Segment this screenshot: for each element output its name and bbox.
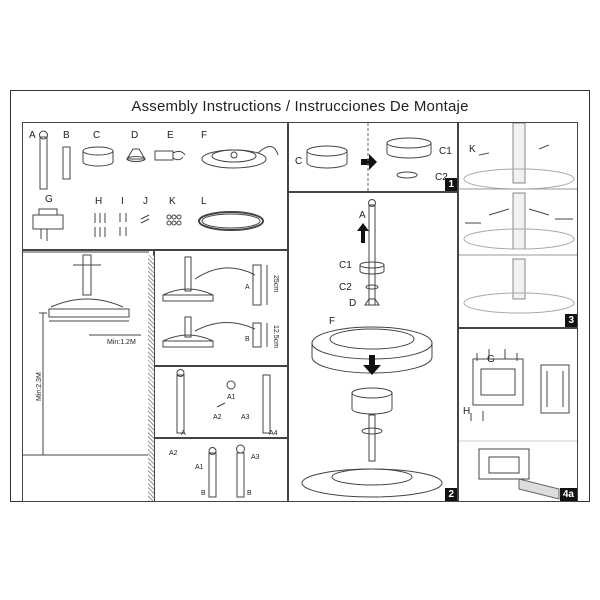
option-b-label: B	[245, 336, 250, 343]
step-2-number: 2	[445, 488, 457, 501]
step-2-label-f: F	[329, 316, 336, 327]
step-2-label-d: D	[349, 298, 357, 309]
part-label-a: A	[29, 130, 36, 141]
rod-options-panel: 25cm 12.5cm A B	[154, 250, 288, 366]
min-clearance-label: Min:1.2M	[107, 339, 136, 346]
part-label-g: G	[45, 194, 53, 205]
step-4a-number: 4a	[559, 488, 577, 501]
document-title: Assembly Instructions / Instrucciones De…	[131, 98, 469, 115]
step-2-illustration	[301, 199, 443, 498]
part-label-k: K	[169, 196, 176, 207]
step-4a-label-g: G	[487, 354, 495, 365]
parts-panel: A B C D E F G H I J K L	[22, 122, 288, 250]
part-label-e: E	[167, 130, 174, 141]
part-label-h: H	[95, 196, 103, 207]
part-label-j: J	[143, 196, 148, 207]
step-1-label-c: C	[295, 156, 303, 167]
step-3-panel: K 3	[458, 122, 578, 328]
length-25-label: 25cm	[272, 275, 279, 293]
rod-b-label-b2: B	[247, 490, 252, 497]
rod-a-label-a1: A1	[227, 394, 236, 401]
rod-assembly-a-panel: A1 A2 A3 A A4	[154, 366, 288, 438]
part-label-f: F	[201, 130, 208, 141]
rod-b-label-a3: A3	[251, 454, 260, 461]
install-height-panel: Min:1.2M Min:2.3M	[22, 250, 154, 502]
rod-a-label-a: A	[181, 430, 186, 437]
part-label-b: B	[63, 130, 70, 141]
step-3-label-k: K	[469, 144, 476, 155]
step-4a-illustration	[459, 349, 577, 500]
rod-a-label-a3: A3	[241, 414, 250, 421]
step-2-label-c2: C2	[339, 282, 352, 293]
rod-a-label-a4: A4	[269, 430, 278, 437]
step-4a-panel: G H 4a	[458, 328, 578, 502]
step-3-illustration	[459, 123, 577, 314]
rod-b-label-b1: B	[201, 490, 206, 497]
rod-assembly-b-panel: A2 A1 A3 B B	[154, 438, 288, 502]
rod-a-illustration	[176, 369, 271, 434]
step-1-panel: C C1 C2 1	[288, 122, 458, 192]
step-4a-label-h: H	[463, 406, 471, 417]
rod-b-label-a2: A2	[169, 450, 178, 457]
part-label-i: I	[121, 196, 124, 207]
parts-illustration	[32, 130, 279, 241]
part-label-l: L	[201, 196, 207, 207]
rod-length-illustration	[162, 256, 268, 348]
rod-b-illustration	[208, 444, 245, 498]
step-2-label-a: A	[359, 210, 366, 221]
step-1-label-c2: C2	[435, 172, 448, 183]
option-a-label: A	[245, 284, 250, 291]
step-1-label-c1: C1	[439, 146, 452, 157]
step-2-label-c1: C1	[339, 260, 352, 271]
wall-hatch	[148, 255, 154, 501]
fan-height-illustration	[23, 251, 149, 456]
part-label-d: D	[131, 130, 139, 141]
rod-b-label-a1: A1	[195, 464, 204, 471]
part-label-c: C	[93, 130, 101, 141]
length-12-label: 12.5cm	[272, 325, 279, 348]
step-1-illustration	[306, 123, 432, 191]
step-3-number: 3	[565, 314, 577, 327]
min-height-label: Min:2.3M	[36, 372, 43, 401]
rod-a-label-a2: A2	[213, 414, 222, 421]
step-1-number: 1	[445, 178, 457, 191]
step-2-panel: A C1 C2 D F 2	[288, 192, 458, 502]
